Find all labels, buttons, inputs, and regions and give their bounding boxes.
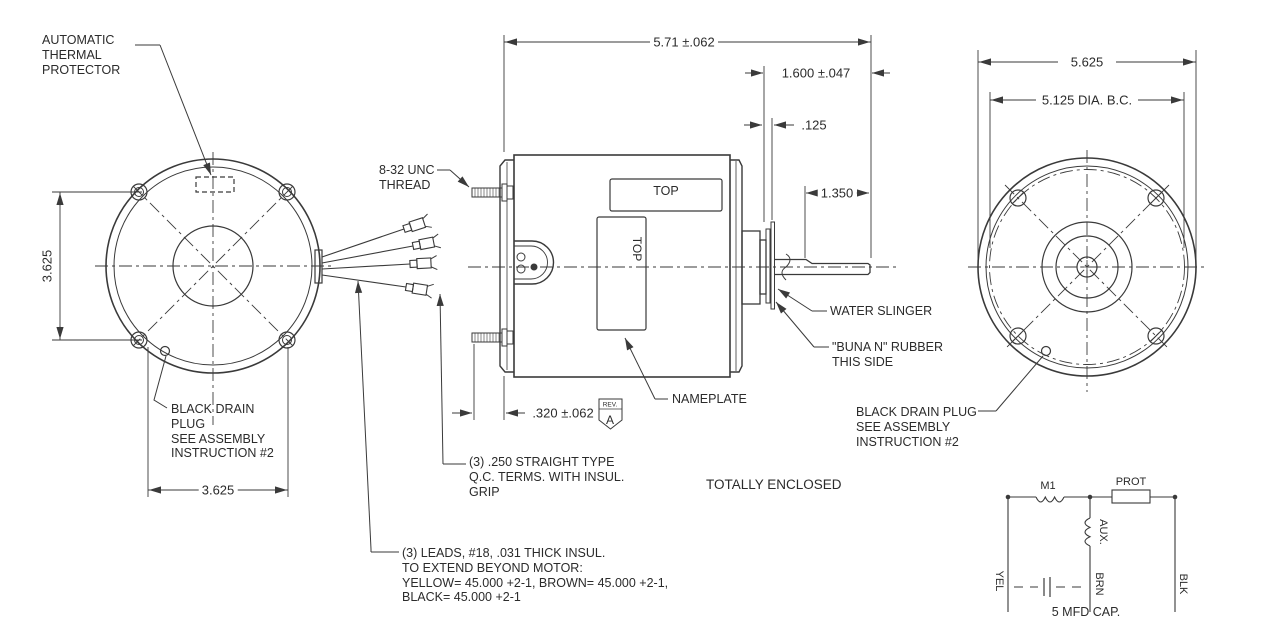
enclosure-note: TOTALLY ENCLOSED (706, 477, 842, 492)
leads-note: (3) LEADS, #18, .031 THICK INSUL. TO EXT… (402, 546, 669, 605)
lead-brown-label: BRN (1093, 572, 1105, 596)
dim-bolt-circle: 5.125 DIA. B.C. (1038, 92, 1136, 108)
main-winding-coil (1035, 495, 1065, 503)
mounting-studs (471, 183, 514, 347)
dim-diameter: 5.625 (1067, 54, 1107, 70)
dim-width-3625: 3.625 (198, 482, 238, 498)
dim-slinger-gap: .125 (798, 117, 830, 133)
lead-grommet (314, 249, 323, 284)
lead-yellow-label: YEL (993, 570, 1005, 592)
protector-label: PROT (1115, 476, 1147, 488)
thermal-protector-outline (195, 176, 235, 193)
drain-plug-label-right: BLACK DRAIN PLUG SEE ASSEMBLY INSTRUCTIO… (856, 405, 977, 449)
left-view-dimensions (52, 191, 289, 497)
bolt-circle (989, 169, 1185, 365)
buna-rubber-label: "BUNA N" RUBBER THIS SIDE (832, 340, 943, 369)
lead-black-label: BLK (1177, 573, 1189, 595)
shaft-end-view (968, 150, 1206, 392)
shaft-break-line (781, 253, 791, 281)
nameplate-top-marking: TOP (630, 236, 644, 262)
aux-winding-label: AUX. (1097, 519, 1109, 545)
protector-box (1111, 489, 1151, 504)
nameplate-box (596, 216, 647, 331)
shaft (775, 258, 871, 276)
water-slinger-label: WATER SLINGER (830, 304, 933, 318)
dim-overall-length: 5.71 ±.062 (650, 34, 718, 50)
side-view-dimensions (452, 35, 890, 420)
rev-flag-small: REV. (602, 401, 618, 409)
drain-plug-hole-rear (1040, 345, 1052, 357)
thermal-protector-label: AUTOMATIC THERMAL PROTECTOR (42, 33, 121, 77)
dim-shaft-extension: 1.600 ±.047 (778, 65, 854, 81)
thread-label: 8-32 UNC THREAD (379, 163, 435, 192)
side-view (468, 154, 900, 378)
main-winding-label: M1 (1040, 480, 1056, 492)
qc-terminals-note: (3) .250 STRAIGHT TYPE Q.C. TERMS. WITH … (469, 455, 625, 499)
side-view-leaders (437, 169, 829, 400)
drain-plug-label-left: BLACK DRAIN PLUG SEE ASSEMBLY INSTRUCTIO… (171, 402, 274, 461)
top-marking: TOP (653, 184, 679, 198)
buna-rubber-disc (765, 228, 771, 304)
dim-height-3625: 3.625 (39, 246, 55, 286)
aux-winding-coil (1084, 517, 1092, 547)
terminal-bracket (514, 240, 555, 285)
dim-shaft-flat: 1.350 (817, 185, 857, 201)
motor-leads (321, 213, 441, 299)
drain-plug-hole (159, 345, 171, 357)
dim-stud: .320 ±.062 (529, 405, 597, 421)
rev-flag (598, 398, 623, 430)
nameplate-label: NAMEPLATE (672, 392, 747, 406)
shaft-hub (741, 221, 775, 310)
shaft-end-dimensions (977, 50, 1197, 266)
left-view-front (95, 152, 441, 425)
shaft-end-leaders (978, 355, 1044, 412)
top-marking-box (609, 178, 723, 212)
rev-flag-letter: A (605, 413, 615, 427)
water-slinger-disc (770, 221, 775, 310)
cover-screws (1009, 189, 1165, 345)
wiring-schematic (1005, 489, 1178, 612)
left-view-leaders (135, 44, 466, 553)
capacitor-label: 5 MFD CAP. (1051, 605, 1121, 619)
